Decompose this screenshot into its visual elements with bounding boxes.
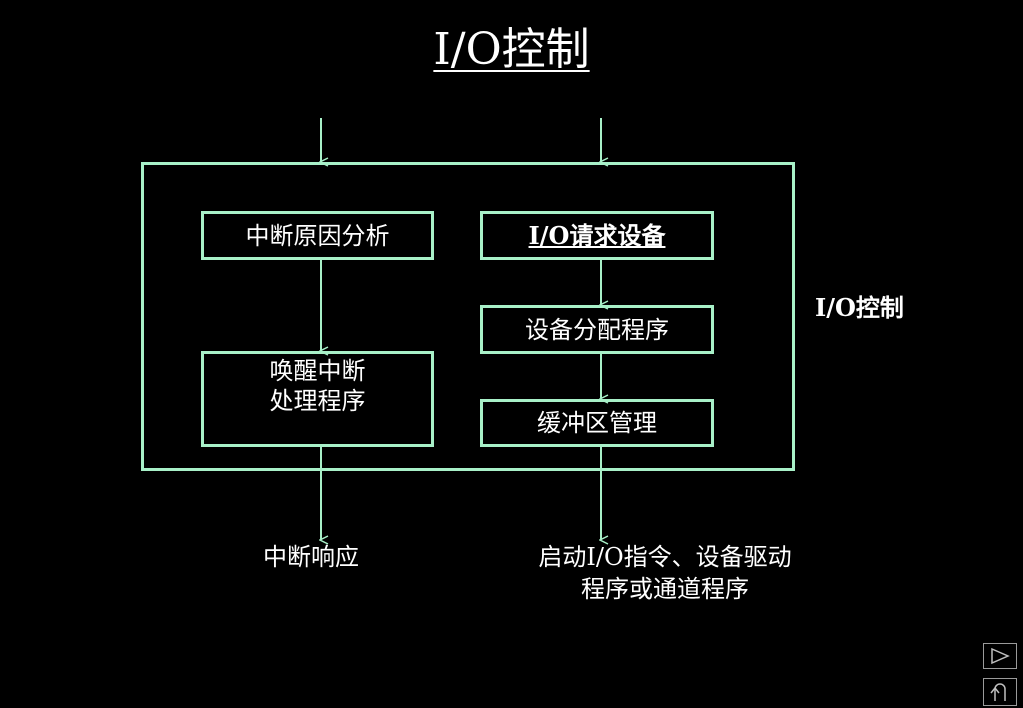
wakeup-interrupt-handler-box: 唤醒中断 处理程序 xyxy=(201,351,434,447)
io-control-side-label: I/O控制 xyxy=(815,293,904,322)
start-io-output: 启动I/O指令、设备驱动 程序或通道程序 xyxy=(504,541,826,605)
start-io-line1: 启动I/O指令、设备驱动 xyxy=(538,543,792,571)
start-io-line2: 程序或通道程序 xyxy=(581,575,749,603)
io-control-container xyxy=(141,162,795,471)
buffer-management-box: 缓冲区管理 xyxy=(480,399,714,447)
return-button[interactable] xyxy=(983,678,1017,706)
interrupt-response-label: 中断响应 xyxy=(263,543,359,571)
page-title: I/O控制 xyxy=(433,24,590,75)
return-arrow-icon xyxy=(990,683,1006,701)
interrupt-cause-analysis-box: 中断原因分析 xyxy=(201,211,434,260)
device-allocation-label: 设备分配程序 xyxy=(525,315,669,344)
io-request-device-box: I/O请求设备 xyxy=(480,211,714,260)
device-allocation-box: 设备分配程序 xyxy=(480,305,714,354)
buffer-management-label: 缓冲区管理 xyxy=(537,409,657,437)
wakeup-label-line1: 唤醒中断 xyxy=(269,357,366,385)
play-triangle-icon xyxy=(991,647,1010,665)
io-request-device-label: I/O请求设备 xyxy=(528,220,666,250)
wakeup-label-line2: 处理程序 xyxy=(269,387,366,415)
next-slide-button[interactable] xyxy=(983,643,1017,669)
interrupt-cause-analysis-label: 中断原因分析 xyxy=(245,221,390,250)
